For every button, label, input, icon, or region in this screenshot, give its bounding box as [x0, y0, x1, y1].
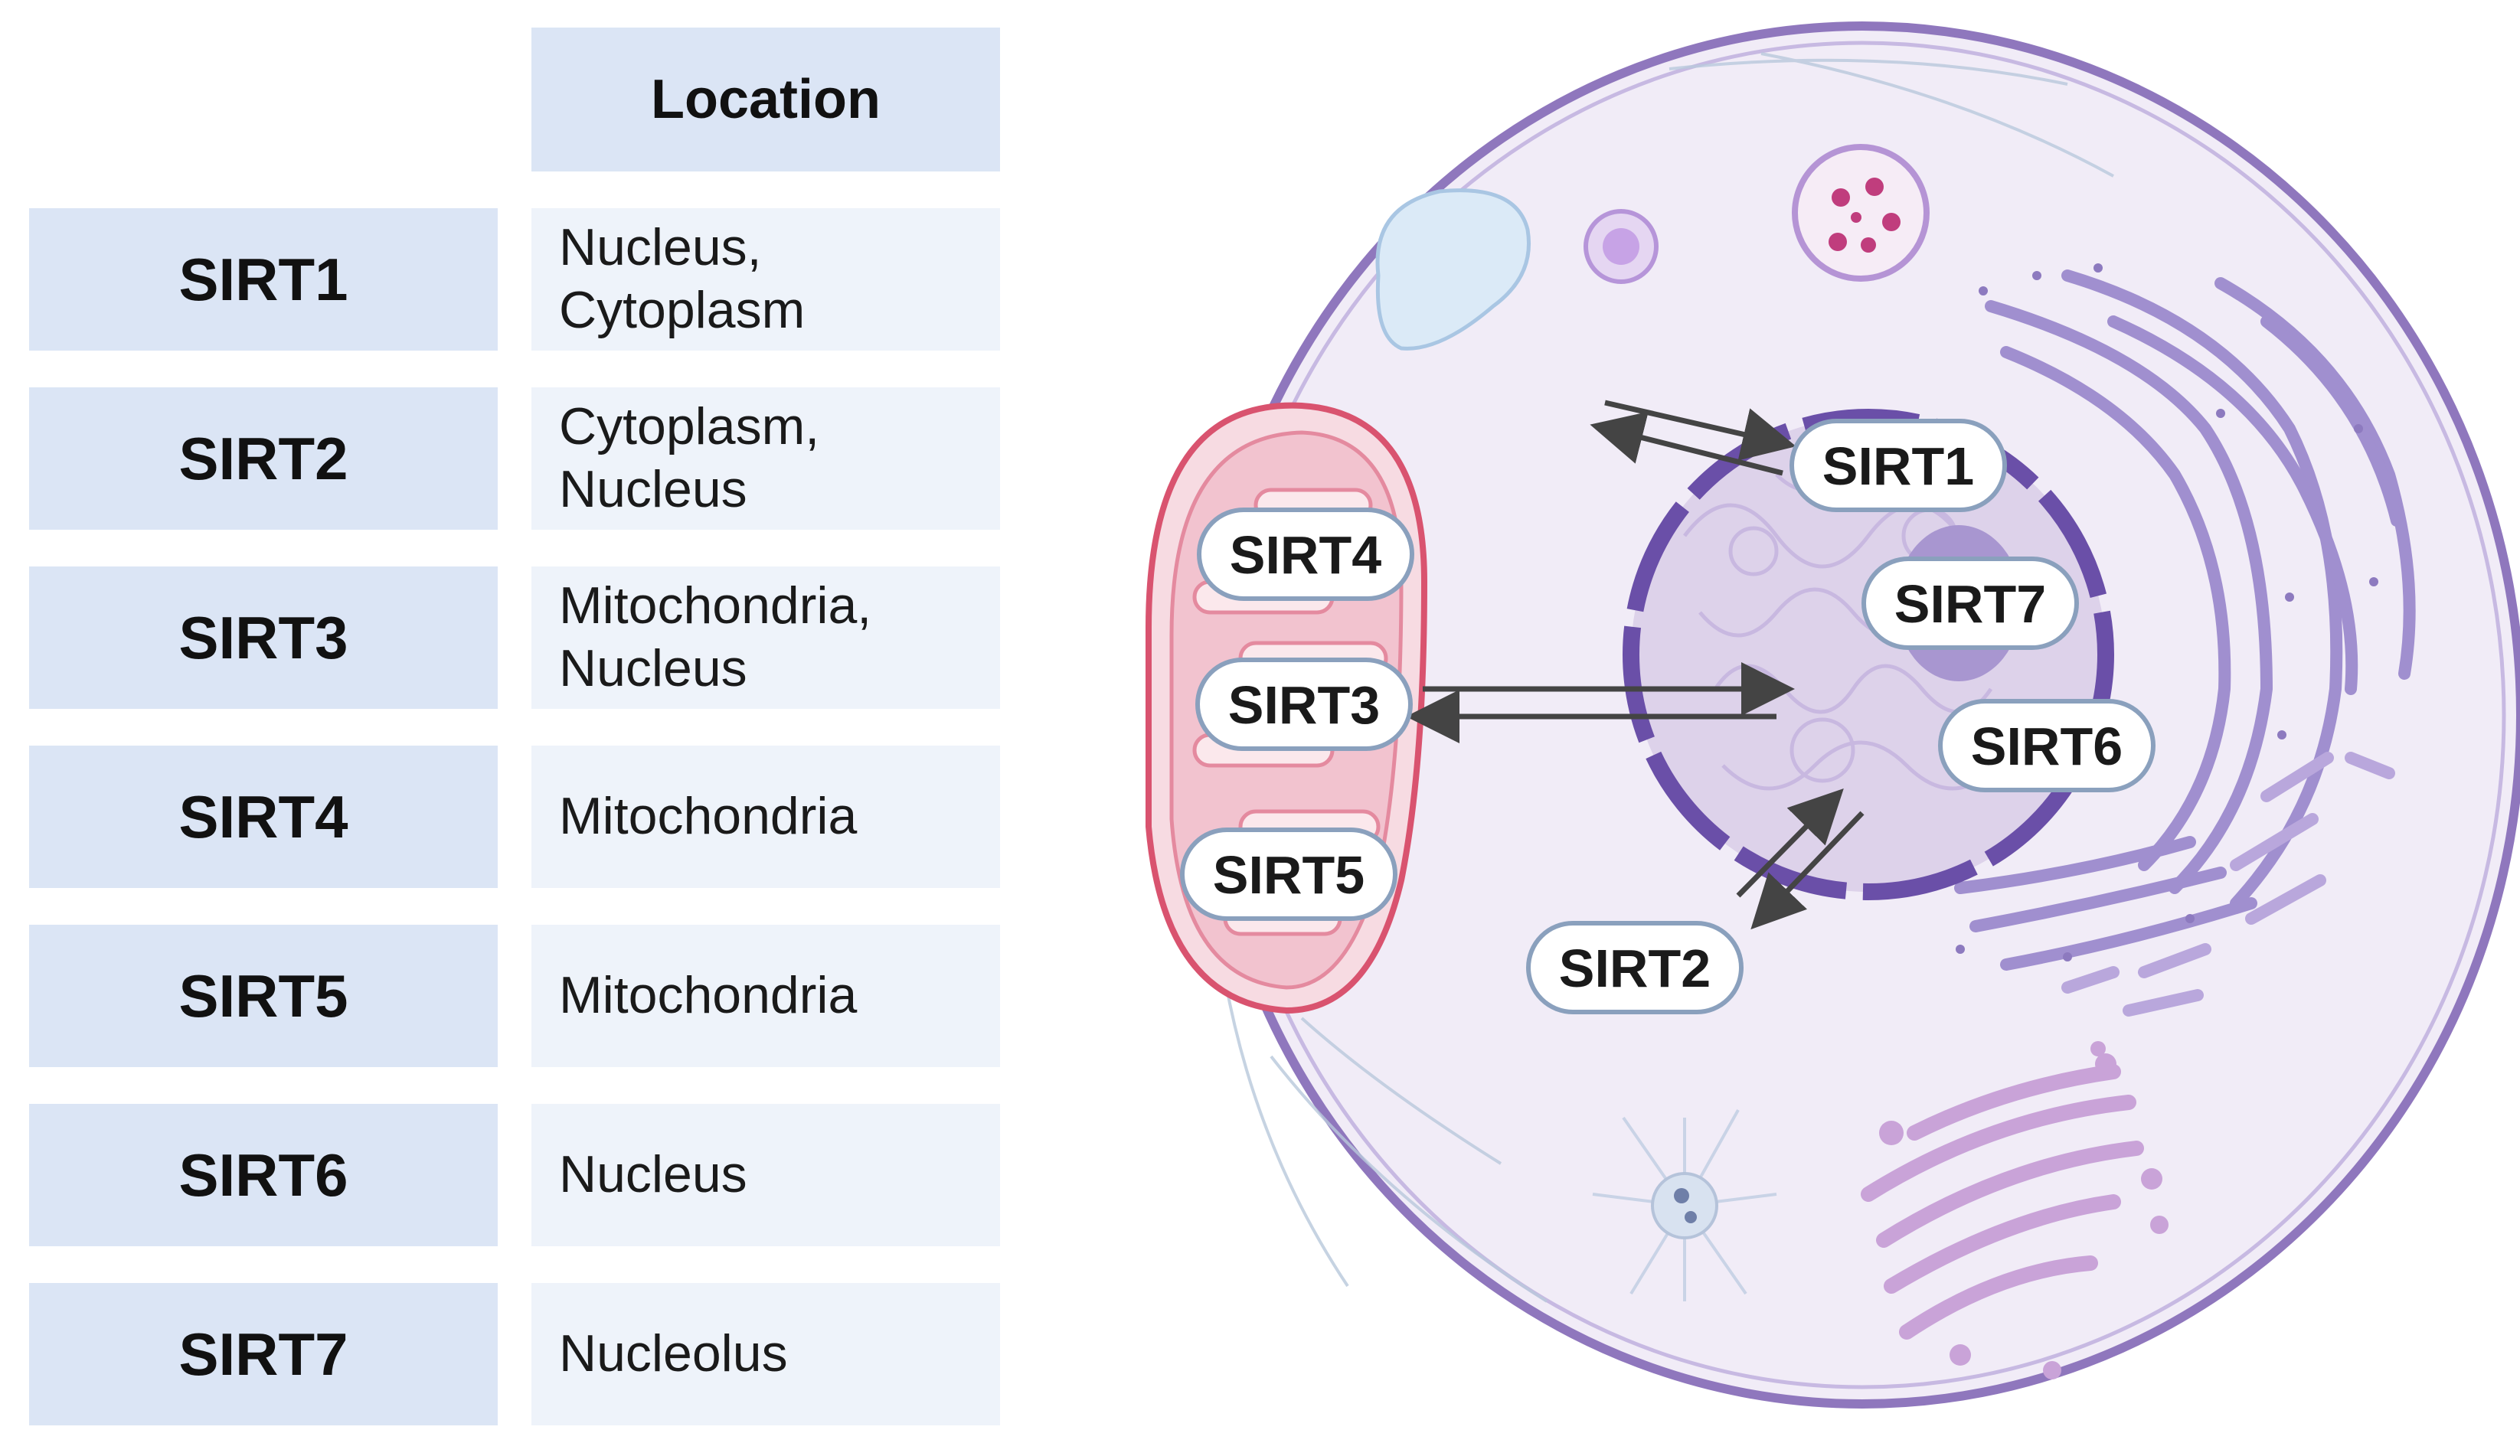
table-row-name-sirt1: SIRT1 — [29, 208, 498, 351]
sirt4-label-text: SIRT4 — [1230, 525, 1381, 585]
table-row-location-sirt1: Nucleus, Cytoplasm — [531, 208, 1000, 351]
table-row-name-sirt6: SIRT6 — [29, 1104, 498, 1246]
table-row-location-sirt5: Mitochondria — [531, 925, 1000, 1067]
sirt-location: Mitochondria — [559, 787, 858, 846]
sirt2-label-text: SIRT2 — [1559, 939, 1711, 998]
sirt6-label: SIRT6 — [1938, 699, 2156, 792]
sirt5-label: SIRT5 — [1180, 828, 1397, 921]
sirt-location: Mitochondria — [559, 966, 858, 1025]
cytoskeleton-fibers — [1224, 52, 2114, 1303]
sirt2-label: SIRT2 — [1526, 921, 1744, 1014]
table-row-location-sirt3: Mitochondria, Nucleus — [531, 566, 1000, 709]
vacuole-icon — [1375, 188, 1531, 351]
arrow-sirt2-out — [1750, 811, 1865, 930]
sirt7-label: SIRT7 — [1861, 557, 2079, 650]
arrow-sirt1-out — [1590, 411, 1783, 476]
sirt6-label-text: SIRT6 — [1971, 717, 2123, 776]
sirt-name: SIRT3 — [178, 603, 348, 671]
sirt4-label: SIRT4 — [1197, 508, 1414, 601]
sirt-location: Nucleus, Cytoplasm — [559, 218, 806, 339]
sirt5-label-text: SIRT5 — [1213, 845, 1365, 905]
endoplasmic-reticulum-icon — [1954, 269, 2416, 971]
er-fragments — [2061, 752, 2395, 1017]
table-row-location-sirt7: Nucleolus — [531, 1283, 1000, 1425]
sirt1-label-text: SIRT1 — [1822, 436, 1974, 496]
sirt3-label: SIRT3 — [1195, 658, 1413, 751]
table-row-name-sirt2: SIRT2 — [29, 387, 498, 530]
golgi-vesicles — [1879, 1041, 2169, 1379]
table-row-location-sirt6: Nucleus — [531, 1104, 1000, 1246]
sirt7-label-text: SIRT7 — [1894, 574, 2046, 634]
sirt-location: Nucleus — [559, 1145, 747, 1204]
ribosome-dots — [1956, 263, 2378, 961]
sirt-name: SIRT7 — [178, 1320, 348, 1388]
table-row-location-sirt2: Cytoplasm, Nucleus — [531, 387, 1000, 530]
sirt-name: SIRT2 — [178, 424, 348, 492]
table-row-name-sirt4: SIRT4 — [29, 746, 498, 888]
sirt-location: Mitochondria, Nucleus — [559, 576, 872, 697]
sirt1-label: SIRT1 — [1789, 419, 2007, 512]
table-header-location: Location — [531, 28, 1000, 171]
arrow-sirt1-in — [1604, 400, 1796, 461]
sirt-location: Cytoplasm, Nucleus — [559, 397, 820, 518]
sirt-name: SIRT6 — [178, 1141, 348, 1209]
sirt-name: SIRT1 — [178, 245, 348, 313]
golgi-apparatus-icon — [1861, 1064, 2144, 1340]
transport-arrows — [1406, 400, 1865, 930]
table-row-name-sirt7: SIRT7 — [29, 1283, 498, 1425]
centrosome-icon — [1592, 1109, 1777, 1301]
sirt3-label-text: SIRT3 — [1228, 675, 1380, 735]
table-row-location-sirt4: Mitochondria — [531, 746, 1000, 888]
sirt-location: Nucleolus — [559, 1324, 788, 1383]
table-row-name-sirt3: SIRT3 — [29, 566, 498, 709]
sirt-name: SIRT4 — [178, 782, 348, 850]
lysosome-icon — [1792, 144, 1930, 282]
table-row-name-sirt5: SIRT5 — [29, 925, 498, 1067]
table-header-label: Location — [651, 69, 881, 130]
sirt-name: SIRT5 — [178, 961, 348, 1030]
